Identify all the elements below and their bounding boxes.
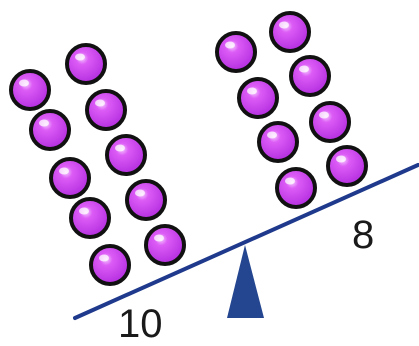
left-marble-highlight xyxy=(135,189,145,197)
left-marble-highlight xyxy=(79,207,89,215)
left-marble-group xyxy=(9,43,186,286)
scale-beam xyxy=(73,163,419,320)
right-count-label: 8 xyxy=(352,213,375,257)
left-marble xyxy=(105,134,147,176)
left-marble xyxy=(144,224,186,266)
left-marble-highlight xyxy=(95,99,105,107)
right-marble xyxy=(269,11,311,53)
left-marble-highlight xyxy=(154,234,164,242)
right-marble xyxy=(237,77,279,119)
left-marble xyxy=(85,89,127,131)
left-marble-highlight xyxy=(39,119,49,127)
right-marble-highlight xyxy=(336,155,346,163)
right-marble-highlight xyxy=(285,177,295,185)
left-marble xyxy=(29,109,71,151)
right-marble xyxy=(215,31,257,73)
left-marble-highlight xyxy=(99,254,109,262)
right-marble-highlight xyxy=(267,131,277,139)
left-marble xyxy=(89,244,131,286)
left-marble xyxy=(125,179,167,221)
right-marble-highlight xyxy=(319,111,329,119)
right-marble-highlight xyxy=(247,87,257,95)
left-marble-highlight xyxy=(59,167,69,175)
left-count-label: 10 xyxy=(118,302,163,346)
right-marble-group xyxy=(215,11,368,209)
left-marble-highlight xyxy=(19,79,29,87)
left-marble xyxy=(65,43,107,85)
right-marble xyxy=(257,121,299,163)
right-marble xyxy=(309,101,351,143)
right-marble-highlight xyxy=(279,21,289,29)
fulcrum-triangle xyxy=(227,245,264,318)
right-marble-highlight xyxy=(299,65,309,73)
left-marble xyxy=(49,157,91,199)
left-marble-highlight xyxy=(75,53,85,61)
left-marble xyxy=(69,197,111,239)
left-marble xyxy=(9,69,51,111)
right-marble xyxy=(275,167,317,209)
right-marble-highlight xyxy=(225,41,235,49)
left-marble-highlight xyxy=(115,144,125,152)
right-marble xyxy=(326,145,368,187)
right-marble xyxy=(289,55,331,97)
